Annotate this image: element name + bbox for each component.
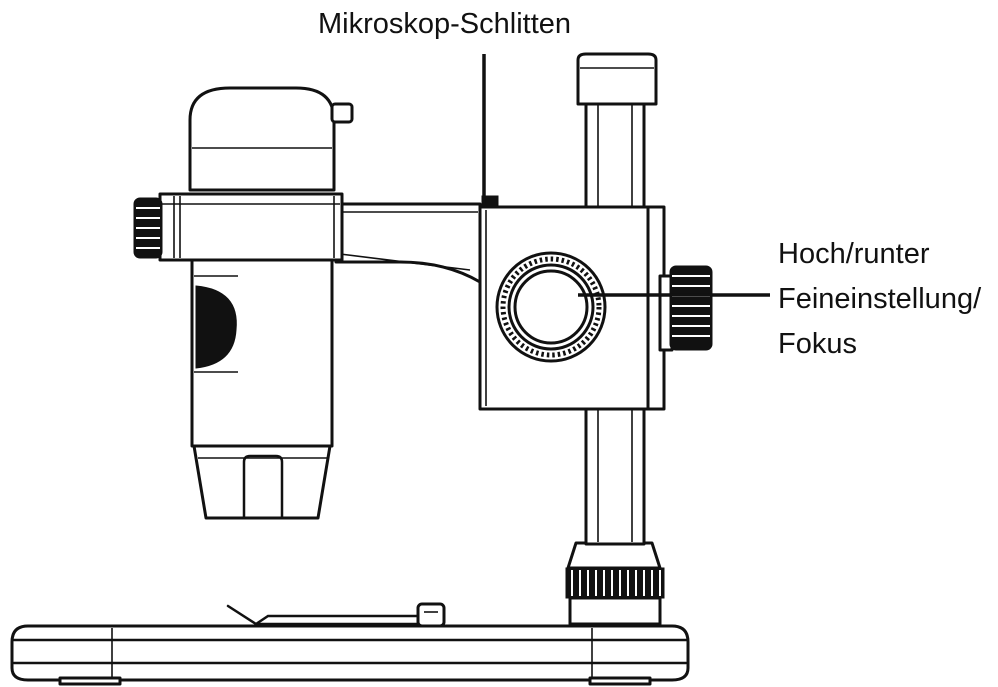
knob-ridges: [571, 570, 661, 596]
label-microscope-slider: Mikroskop-Schlitten: [318, 8, 572, 40]
label-fine-focus-line-2: Feineinstellung/: [778, 283, 982, 315]
holder-arm: [334, 202, 482, 284]
base-plate: [10, 624, 690, 686]
specimen-clip: [226, 602, 446, 628]
column-base-knob: [565, 541, 665, 626]
focus-wheel: [495, 251, 607, 363]
label-fine-focus-line-1: Hoch/runter: [778, 238, 930, 270]
clamp-screw-knob: [133, 197, 163, 259]
label-fine-focus-line-3: Fokus: [778, 328, 857, 360]
microscope-clamp: [133, 192, 344, 262]
label-fine-focus: Hoch/runter Feineinstellung/ Fokus: [778, 232, 981, 367]
fine-adjust-knob: [658, 265, 713, 352]
digital-microscope: [188, 86, 354, 520]
microscope-slider: [478, 195, 713, 411]
